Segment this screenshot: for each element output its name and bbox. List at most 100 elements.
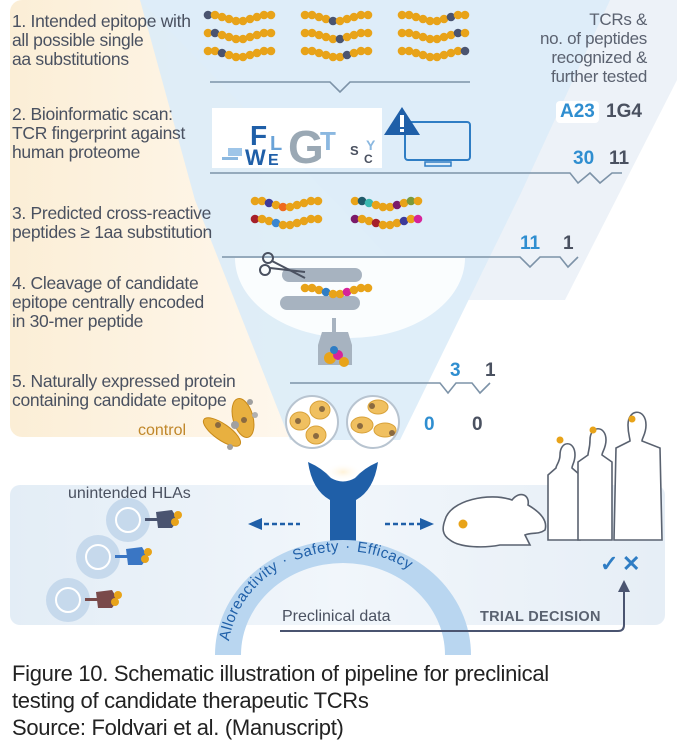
residue bbox=[252, 48, 262, 58]
caption-line: testing of candidate therapeutic TCRs bbox=[12, 688, 369, 713]
residue bbox=[439, 14, 449, 24]
residue bbox=[321, 14, 331, 24]
arc-separator: · bbox=[345, 538, 351, 555]
caption-line: Figure 10. Schematic illustration of pip… bbox=[12, 661, 549, 686]
step-line: TCR fingerprint against bbox=[12, 123, 186, 143]
residue bbox=[425, 34, 435, 44]
step-5-text: 5. Naturally expressed protein containin… bbox=[12, 372, 236, 410]
residue bbox=[321, 50, 331, 60]
residue bbox=[266, 10, 276, 20]
human-tumor-marker bbox=[556, 436, 564, 444]
residue bbox=[307, 46, 317, 56]
residue bbox=[328, 16, 338, 26]
residue bbox=[439, 32, 449, 42]
human-tumor-marker bbox=[589, 426, 597, 434]
residue bbox=[328, 289, 338, 299]
cross-icon: ✕ bbox=[622, 551, 641, 576]
residue bbox=[357, 214, 367, 224]
residue bbox=[418, 14, 428, 24]
residue bbox=[418, 50, 428, 60]
residue bbox=[231, 52, 241, 62]
residue bbox=[292, 200, 302, 210]
header-line: TCRs & bbox=[589, 10, 647, 29]
residue bbox=[306, 196, 316, 206]
residue bbox=[335, 289, 345, 299]
residue bbox=[413, 196, 423, 206]
header-line: recognized & bbox=[551, 48, 647, 67]
step-1-text: 1. Intended epitope with all possible si… bbox=[12, 12, 191, 69]
residue bbox=[432, 16, 442, 26]
residue bbox=[300, 28, 310, 38]
residue bbox=[363, 28, 373, 38]
residue bbox=[259, 46, 269, 56]
residue bbox=[371, 200, 381, 210]
residue bbox=[350, 196, 360, 206]
residue bbox=[224, 32, 234, 42]
residue bbox=[264, 216, 274, 226]
residue bbox=[271, 200, 281, 210]
count-step2-1g4: 11 bbox=[609, 148, 630, 169]
residue bbox=[446, 12, 456, 22]
residue bbox=[238, 34, 248, 44]
preclinical-data-label: Preclinical data bbox=[282, 608, 391, 625]
residue bbox=[392, 218, 402, 228]
residue bbox=[397, 28, 407, 38]
residue bbox=[357, 196, 367, 206]
residue bbox=[313, 196, 323, 206]
step-line: 2. Bioinformatic scan: bbox=[12, 104, 173, 124]
residue bbox=[259, 10, 269, 20]
residue bbox=[300, 10, 310, 20]
residue bbox=[299, 198, 309, 208]
step-line: 4. Cleavage of candidate bbox=[12, 273, 199, 293]
residue bbox=[411, 12, 421, 22]
logo-letter-s: S bbox=[350, 143, 359, 158]
residue bbox=[425, 16, 435, 26]
residue bbox=[397, 10, 407, 20]
residue bbox=[231, 34, 241, 44]
residue bbox=[413, 214, 423, 224]
residue bbox=[460, 46, 470, 56]
residue bbox=[364, 198, 374, 208]
residue bbox=[385, 202, 395, 212]
residue bbox=[245, 50, 255, 60]
residue bbox=[453, 46, 463, 56]
residue bbox=[364, 216, 374, 226]
count-step3-a23: 11 bbox=[520, 233, 541, 254]
residue bbox=[321, 32, 331, 42]
tcr-count-header: TCRs & no. of peptides recognized & furt… bbox=[540, 10, 647, 86]
cell-culture-1 bbox=[285, 395, 339, 449]
residue bbox=[307, 28, 317, 38]
count-step3-1g4: 1 bbox=[563, 233, 574, 254]
residue bbox=[250, 196, 260, 206]
residue bbox=[349, 12, 359, 22]
mhc-loading-icon bbox=[318, 318, 352, 367]
residue bbox=[224, 50, 234, 60]
trial-decision-label: TRIAL DECISION bbox=[480, 609, 601, 625]
residue bbox=[307, 283, 317, 293]
residue bbox=[418, 32, 428, 42]
step-line: 3. Predicted cross-reactive bbox=[12, 203, 212, 223]
step-line: human proteome bbox=[12, 142, 141, 162]
residue bbox=[404, 10, 414, 20]
residue bbox=[363, 10, 373, 20]
residue bbox=[210, 10, 220, 20]
residue bbox=[300, 46, 310, 56]
residue bbox=[406, 196, 416, 206]
cell-culture-2 bbox=[346, 395, 400, 449]
residue bbox=[432, 34, 442, 44]
residue bbox=[328, 34, 338, 44]
residue bbox=[446, 30, 456, 40]
control-label: control bbox=[138, 422, 187, 439]
residue bbox=[299, 216, 309, 226]
residue bbox=[217, 12, 227, 22]
residue bbox=[335, 52, 345, 62]
residue bbox=[342, 14, 352, 24]
residue bbox=[217, 48, 227, 58]
residue bbox=[399, 198, 409, 208]
header-line: no. of peptides bbox=[539, 29, 647, 48]
mouse-icon bbox=[442, 493, 547, 548]
residue bbox=[399, 216, 409, 226]
residue bbox=[335, 16, 345, 26]
residue bbox=[224, 14, 234, 24]
residue bbox=[210, 28, 220, 38]
